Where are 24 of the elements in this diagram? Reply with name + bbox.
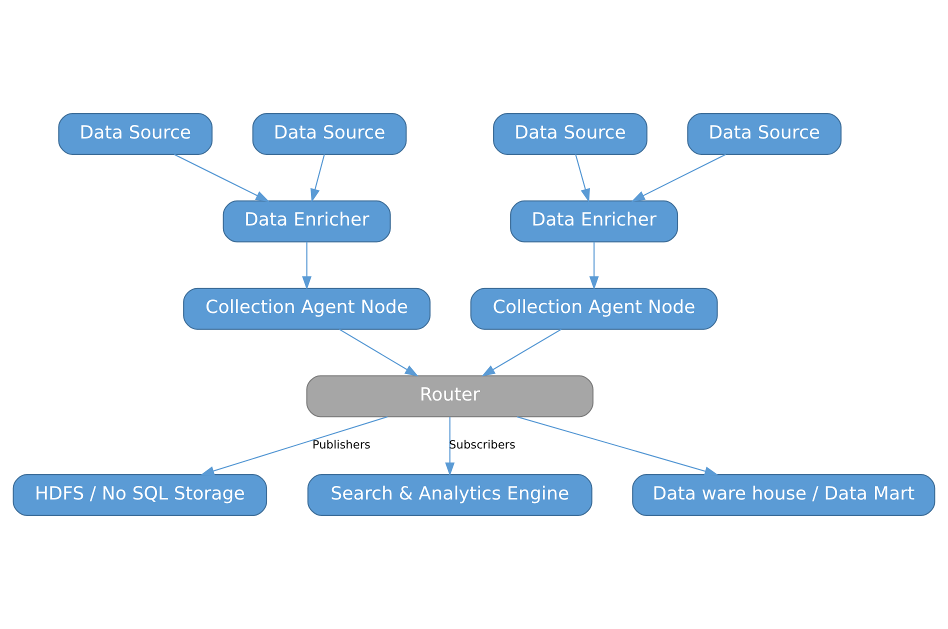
edge-label: Publishers — [312, 437, 370, 452]
arrow — [631, 154, 726, 202]
node-box: Collection Agent Node — [470, 288, 718, 330]
arrow — [589, 242, 599, 290]
node-box: Data Source — [493, 112, 648, 155]
node-box: Data Enricher — [222, 200, 391, 242]
node-box: Data ware house / Data Mart — [632, 474, 936, 516]
node-box: Data Source — [687, 112, 842, 155]
arrow — [200, 416, 388, 476]
node-box: Collection Agent Node — [183, 288, 431, 330]
node-box: Data Source — [252, 112, 407, 155]
arrow — [174, 154, 270, 202]
node-box: Data Source — [58, 112, 213, 155]
arrow — [481, 328, 562, 376]
node-box: Router — [306, 375, 594, 418]
arrow — [338, 328, 419, 376]
arrow — [575, 154, 590, 202]
node-box: Data Enricher — [510, 200, 678, 242]
arrow — [445, 416, 455, 476]
arrow — [516, 416, 718, 476]
arrow — [302, 242, 312, 290]
arrow — [310, 154, 325, 202]
node-box: Search & Analytics Engine — [307, 474, 592, 516]
node-box: HDFS / No SQL Storage — [12, 474, 268, 516]
